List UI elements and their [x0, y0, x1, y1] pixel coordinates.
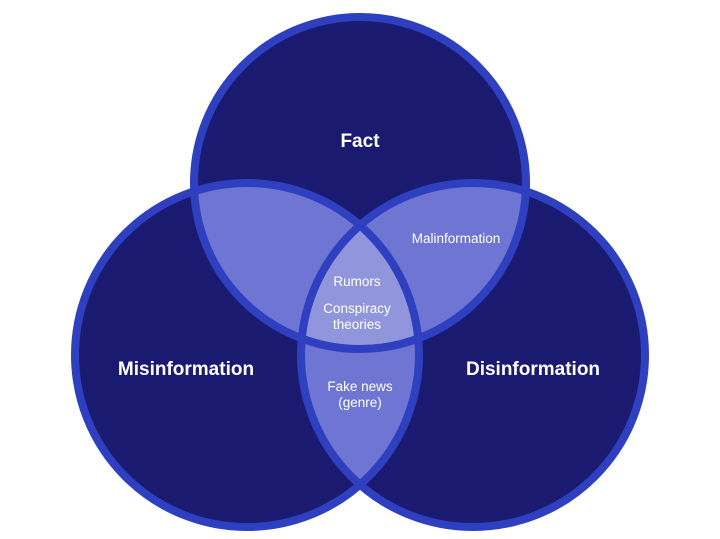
malinformation-label: Malinformation [412, 231, 501, 246]
disinformation-label: Disinformation [466, 359, 600, 380]
fact-circle-outline [190, 13, 530, 353]
fact-label: Fact [340, 131, 380, 152]
rumors-label: Rumors [333, 274, 381, 289]
fake-news-label-line1: Fake news [327, 379, 393, 394]
misinformation-label: Misinformation [118, 359, 254, 380]
disinformation-circle-outline [297, 179, 649, 531]
center-overlap [301, 183, 419, 349]
conspiracy-theories-label-line1: Conspiracy [323, 301, 391, 316]
conspiracy-theories-label-line2: theories [333, 317, 381, 332]
misinformation-circle-outline [71, 179, 423, 531]
fake-news-label-line2: (genre) [338, 395, 382, 410]
